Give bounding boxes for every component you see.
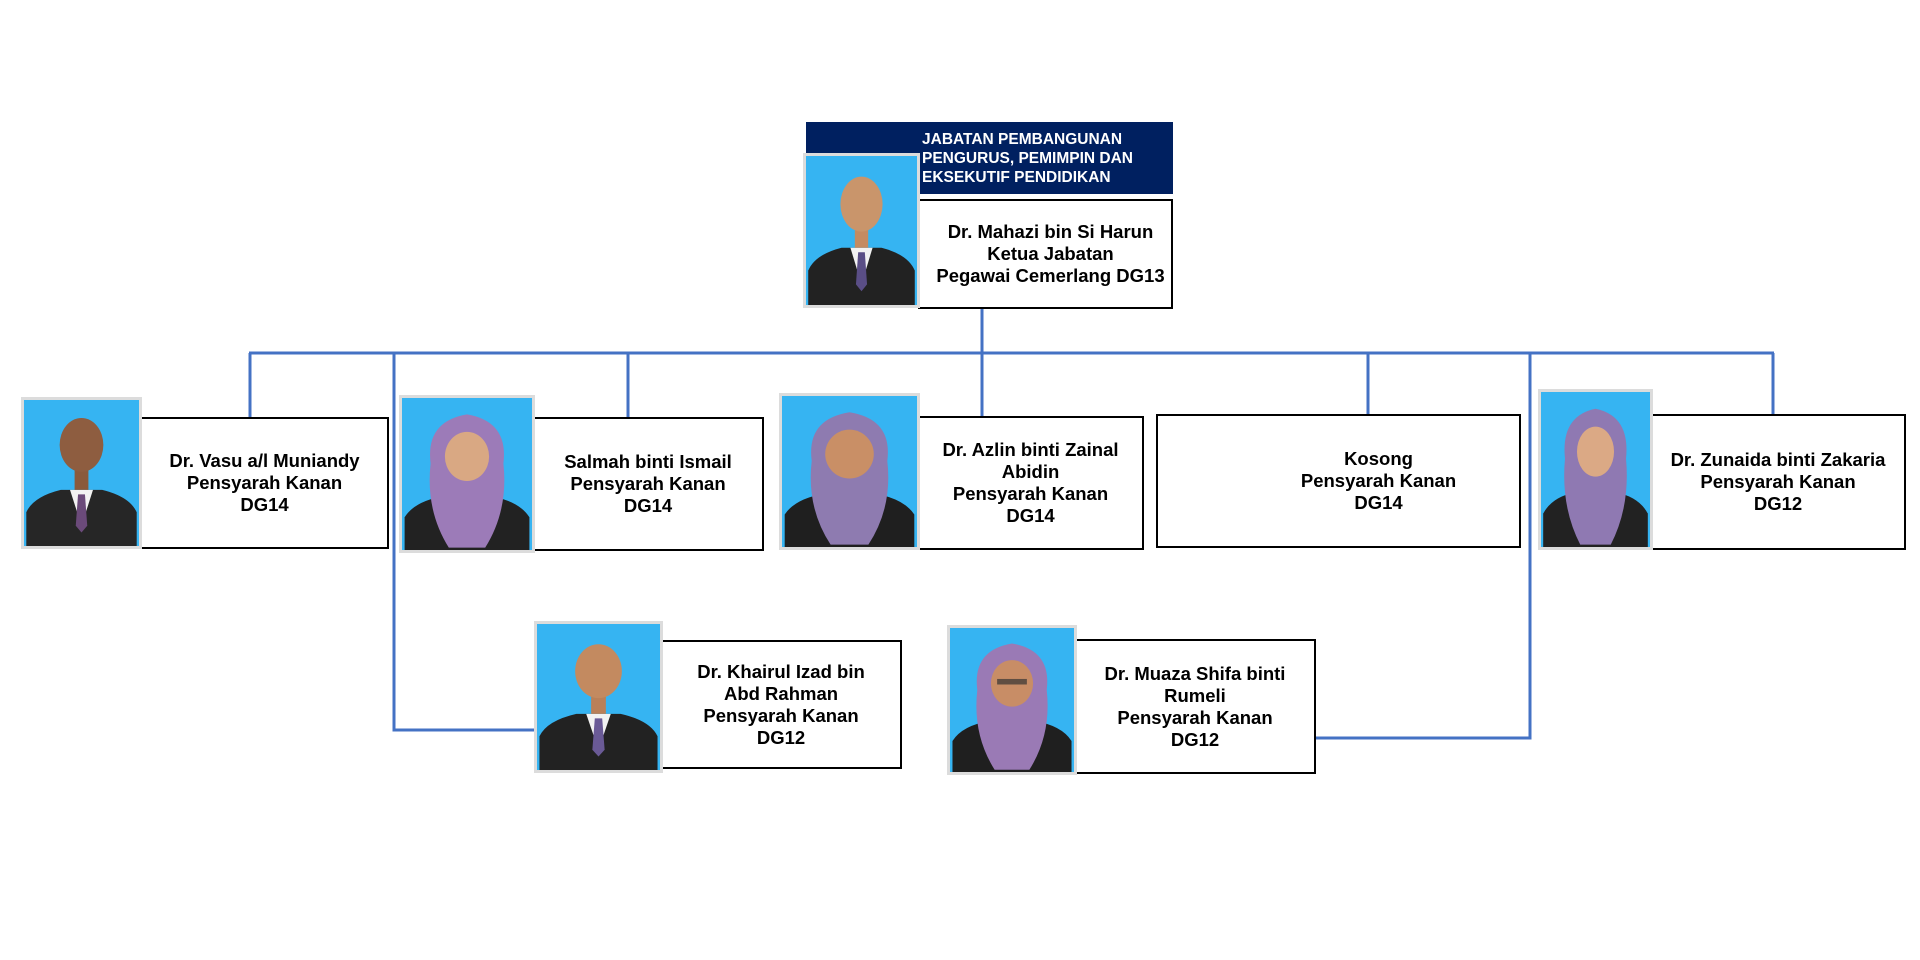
member-text-vasu: Dr. Vasu a/l Muniandy Pensyarah Kanan DG… — [169, 450, 360, 515]
member-card-vasu: Dr. Vasu a/l Muniandy Pensyarah Kanan DG… — [140, 417, 389, 549]
person-photo-icon — [26, 417, 137, 546]
member-photo-vasu — [21, 397, 142, 549]
member-card-muaza: Dr. Muaza Shifa binti Rumeli Pensyarah K… — [1074, 639, 1316, 774]
member-text-kosong: Kosong Pensyarah Kanan DG14 — [1300, 448, 1457, 513]
member-photo-zunaida — [1538, 389, 1653, 550]
person-photo-icon — [404, 414, 530, 550]
member-text-salmah: Salmah binti Ismail Pensyarah Kanan DG14 — [564, 451, 732, 516]
member-card-salmah: Salmah binti Ismail Pensyarah Kanan DG14 — [532, 417, 764, 551]
person-photo-icon — [1543, 408, 1648, 547]
member-photo-azlin — [779, 393, 920, 550]
member-photo-muaza — [947, 625, 1077, 775]
member-card-kosong: Kosong Pensyarah Kanan DG14 — [1156, 414, 1521, 548]
member-photo-khairul — [534, 621, 663, 773]
head-photo — [803, 153, 920, 308]
connector-muaza — [1316, 353, 1532, 740]
person-photo-icon — [952, 643, 1072, 772]
person-photo-icon — [539, 644, 658, 770]
member-text-zunaida: Dr. Zunaida binti Zakaria Pensyarah Kana… — [1670, 449, 1886, 514]
member-card-khairul: Dr. Khairul Izad bin Abd Rahman Pensyara… — [660, 640, 902, 769]
head-text: Dr. Mahazi bin Si Harun Ketua Jabatan Pe… — [936, 221, 1165, 286]
member-text-muaza: Dr. Muaza Shifa binti Rumeli Pensyarah K… — [1104, 662, 1286, 750]
member-text-khairul: Dr. Khairul Izad bin Abd Rahman Pensyara… — [697, 660, 865, 748]
connector-khairul — [392, 353, 540, 732]
person-photo-icon — [808, 176, 915, 305]
member-text-azlin: Dr. Azlin binti Zainal Abidin Pensyarah … — [942, 439, 1119, 526]
member-card-azlin: Dr. Azlin binti Zainal Abidin Pensyarah … — [917, 416, 1144, 550]
member-photo-salmah — [399, 395, 535, 553]
head-card: Dr. Mahazi bin Si Harun Ketua Jabatan Pe… — [918, 199, 1173, 309]
member-card-zunaida: Dr. Zunaida binti Zakaria Pensyarah Kana… — [1650, 414, 1906, 550]
person-photo-icon — [784, 412, 915, 547]
